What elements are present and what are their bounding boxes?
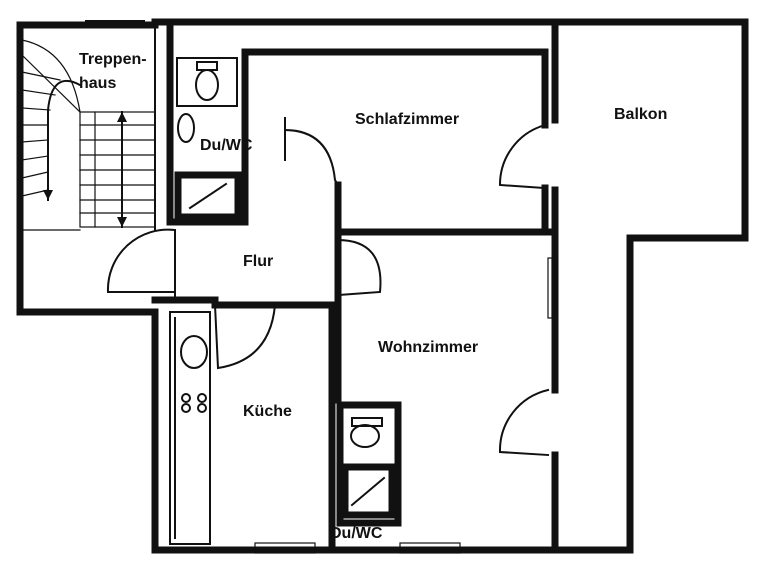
room-label-treppenhaus-1: Treppen-	[79, 51, 147, 68]
room-label-balkon: Balkon	[614, 106, 668, 123]
bathroom-top	[166, 18, 549, 226]
living-room-door	[498, 388, 550, 457]
staircase	[21, 24, 156, 231]
bathroom-bottom	[336, 401, 402, 527]
room-label-du-wc-top: Du/WC	[200, 137, 253, 154]
room-label-wohnzimmer: Wohnzimmer	[378, 339, 479, 356]
hallway	[106, 228, 382, 404]
outer-walls	[16, 18, 749, 554]
room-label-schlafzimmer: Schlafzimmer	[355, 111, 460, 128]
windows-right	[547, 257, 557, 319]
kitchen	[169, 301, 461, 554]
room-label-du-wc-bottom: Du/WC	[330, 525, 383, 542]
bedroom-walls	[283, 48, 552, 236]
room-label-treppenhaus-2: haus	[79, 75, 117, 92]
stair-top-marker	[85, 20, 145, 27]
room-label-kueche: Küche	[243, 403, 292, 420]
room-label-flur: Flur	[243, 253, 274, 270]
